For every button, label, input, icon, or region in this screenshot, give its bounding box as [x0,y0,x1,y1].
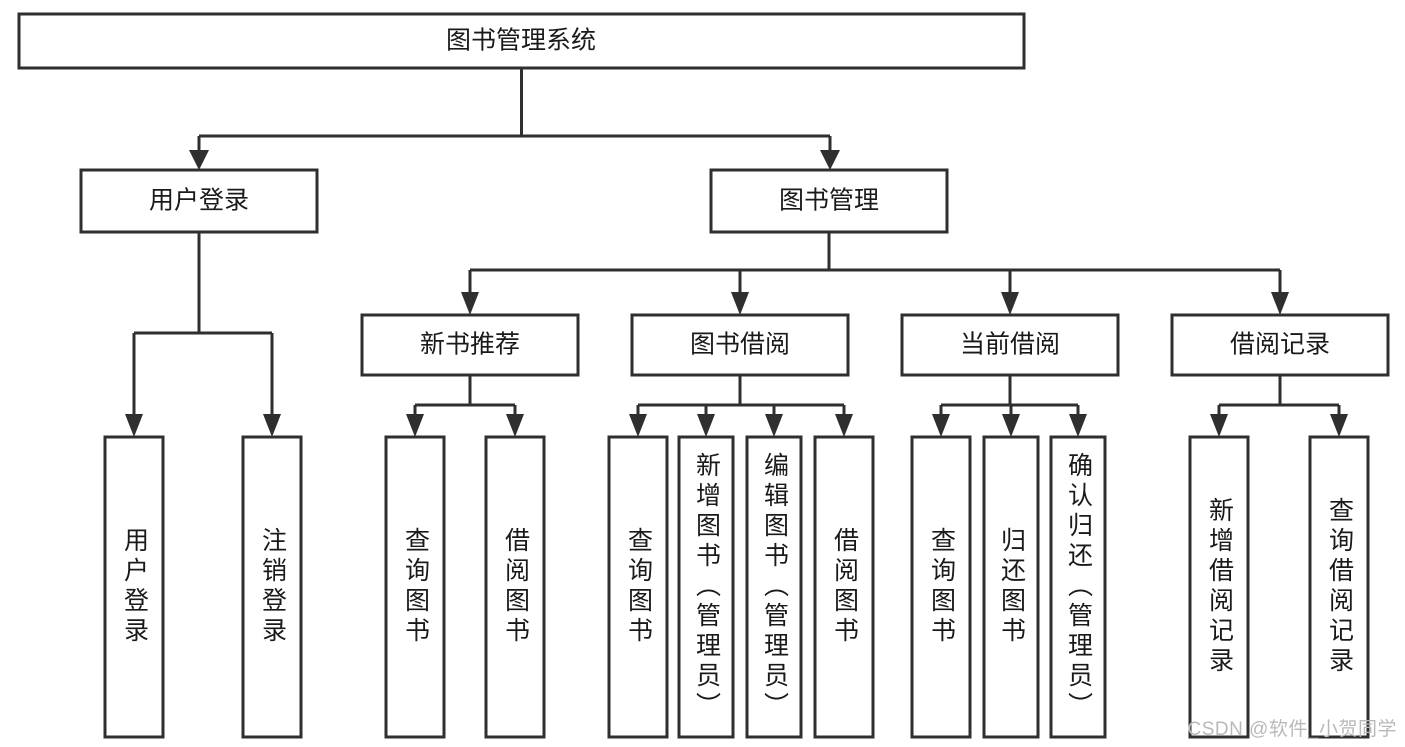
node-leaf-logout-label: 注销登录 [258,527,287,647]
node-leaf-query-book-cur[interactable]: 查询图书 [912,437,970,737]
arrowhead-leaf-return-book [1002,414,1020,437]
node-leaf-query-record[interactable]: 查询借阅记录 [1310,437,1368,737]
node-book-borrow[interactable]: 图书借阅 [630,313,850,377]
node-current-borrow-box[interactable] [900,313,1120,377]
arrowhead-book-borrow [731,292,749,315]
node-leaf-add-record[interactable]: 新增借阅记录 [1190,437,1248,737]
node-leaf-query-book-rec-label: 查询图书 [401,527,430,647]
node-leaf-logout-box[interactable] [241,435,303,739]
node-new-book-recommend-label: 新书推荐 [420,331,520,359]
node-leaf-add-book-label: 新增图书（管理员） [692,452,721,722]
node-book-management[interactable]: 图书管理 [709,168,949,234]
node-leaf-borrow-book-box[interactable] [813,435,875,739]
node-leaf-confirm-return-label: 确认归还（管理员） [1064,452,1093,722]
connector-layer [125,68,1348,437]
node-leaf-return-book-box[interactable] [982,435,1040,739]
node-leaf-user-login-label: 用户登录 [120,527,149,647]
node-root[interactable]: 图书管理系统 [17,12,1026,70]
node-leaf-borrow-book[interactable]: 借阅图书 [815,437,873,737]
arrowhead-leaf-query-book-borrow [629,414,647,437]
arrowhead-user-login [189,150,209,170]
node-leaf-borrow-book-label: 借阅图书 [830,527,859,647]
node-leaf-borrow-book-rec[interactable]: 借阅图书 [486,437,544,737]
node-book-borrow-label: 图书借阅 [690,331,790,359]
node-current-borrow-label: 当前借阅 [960,331,1060,359]
arrowhead-leaf-user-login [125,414,143,437]
node-leaf-edit-book[interactable]: 编辑图书（管理员） [747,437,801,737]
node-leaf-add-record-box[interactable] [1188,435,1250,739]
arrowhead-leaf-query-record [1330,414,1348,437]
node-leaf-query-book-cur-box[interactable] [910,435,972,739]
node-leaf-query-book-borrow-label: 查询图书 [624,527,653,647]
node-leaf-borrow-book-rec-label: 借阅图书 [501,527,530,647]
node-book-borrow-box[interactable] [630,313,850,377]
arrowhead-new-book-recommend [461,292,479,315]
csdn-watermark: CSDN @软件_小贺同学 [1187,719,1397,740]
node-new-book-recommend-box[interactable] [360,313,580,377]
node-user-login-label: 用户登录 [149,187,249,215]
node-book-management-label: 图书管理 [779,187,879,215]
arrowhead-borrow-records [1271,292,1289,315]
node-leaf-query-book-borrow-box[interactable] [607,435,669,739]
node-leaf-return-book-label: 归还图书 [997,527,1026,647]
arrowhead-leaf-add-book [697,414,715,437]
node-leaf-add-record-label: 新增借阅记录 [1205,497,1234,677]
node-root-box[interactable] [17,12,1026,70]
node-leaf-query-book-rec-box[interactable] [384,435,446,739]
leaf-node-layer [103,435,1370,739]
arrowhead-book-mgmt [820,150,840,170]
node-leaf-confirm-return-box[interactable] [1049,435,1107,739]
node-leaf-add-book[interactable]: 新增图书（管理员） [679,437,733,737]
node-leaf-user-login[interactable]: 用户登录 [105,437,163,737]
arrowhead-current-borrow [1001,292,1019,315]
node-leaf-query-book-borrow[interactable]: 查询图书 [609,437,667,737]
node-leaf-borrow-book-rec-box[interactable] [484,435,546,739]
node-user-login-box[interactable] [79,168,319,234]
node-borrow-records[interactable]: 借阅记录 [1170,313,1390,377]
arrowhead-leaf-borrow-book [835,414,853,437]
node-leaf-query-book-rec[interactable]: 查询图书 [386,437,444,737]
node-leaf-query-book-cur-label: 查询图书 [927,527,956,647]
node-borrow-records-box[interactable] [1170,313,1390,377]
node-leaf-confirm-return[interactable]: 确认归还（管理员） [1051,437,1105,737]
arrowhead-leaf-query-book-cur [932,414,950,437]
node-root-label: 图书管理系统 [446,27,596,55]
node-leaf-query-record-box[interactable] [1308,435,1370,739]
node-book-management-box[interactable] [709,168,949,234]
node-borrow-records-label: 借阅记录 [1230,331,1330,359]
arrowhead-leaf-logout [263,414,281,437]
arrowhead-leaf-query-book-rec [406,414,424,437]
node-leaf-add-book-box[interactable] [677,435,735,739]
node-current-borrow[interactable]: 当前借阅 [900,313,1120,377]
arrowhead-leaf-confirm-return [1069,414,1087,437]
node-leaf-return-book[interactable]: 归还图书 [984,437,1038,737]
node-leaf-query-record-label: 查询借阅记录 [1325,497,1354,677]
arrowhead-leaf-borrow-book-rec [506,414,524,437]
node-leaf-user-login-box[interactable] [103,435,165,739]
node-user-login[interactable]: 用户登录 [79,168,319,234]
node-leaf-edit-book-label: 编辑图书（管理员） [760,452,789,722]
arrowhead-leaf-add-record [1210,414,1228,437]
node-layer: 图书管理系统 用户登录 图书管理 新书推荐 图书借阅 [17,12,1390,739]
node-new-book-recommend[interactable]: 新书推荐 [360,313,580,377]
node-leaf-logout[interactable]: 注销登录 [243,437,301,737]
node-leaf-edit-book-box[interactable] [745,435,803,739]
arrowhead-leaf-edit-book [765,414,783,437]
